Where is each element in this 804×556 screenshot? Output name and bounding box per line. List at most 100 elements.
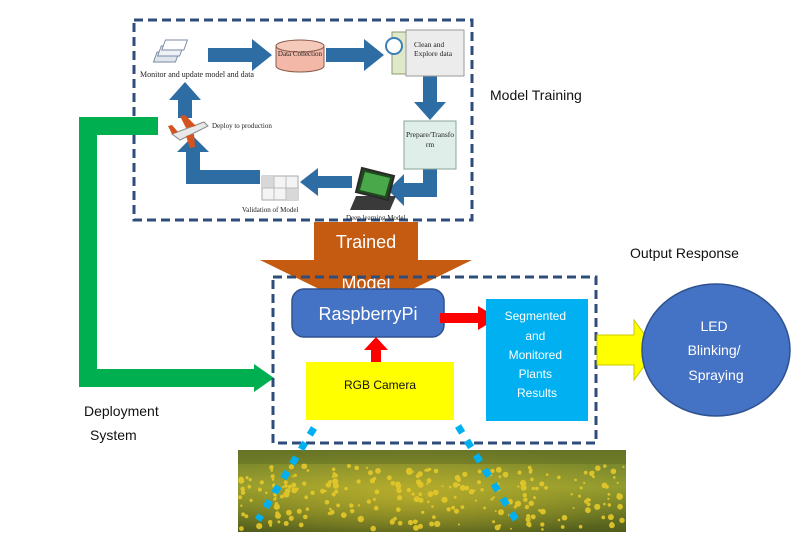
flower-speck	[474, 499, 477, 502]
flower-speck	[421, 510, 425, 514]
flower-speck	[495, 466, 502, 473]
flower-speck	[594, 503, 601, 510]
deployment-green-line	[79, 117, 254, 387]
flower-speck	[366, 499, 372, 504]
flower-speck	[270, 469, 274, 472]
flower-speck	[257, 487, 262, 492]
flower-speck	[303, 514, 308, 520]
flower-speck	[298, 522, 304, 528]
flower-speck	[522, 493, 527, 498]
flower-speck	[477, 480, 481, 485]
flower-speck	[417, 523, 423, 529]
flower-speck	[589, 470, 595, 477]
flower-speck	[320, 488, 326, 494]
flower-speck	[418, 497, 424, 503]
flower-speck	[249, 498, 253, 502]
flower-speck	[265, 491, 268, 495]
flower-speck	[301, 463, 308, 470]
flower-speck	[451, 505, 455, 510]
flower-speck	[357, 515, 364, 523]
flower-speck	[288, 515, 294, 521]
flower-speck	[241, 512, 246, 517]
flower-speck	[288, 464, 294, 470]
flower-speck	[248, 478, 252, 482]
flower-speck	[283, 480, 288, 485]
flower-speck	[406, 467, 413, 474]
flower-speck	[502, 471, 509, 478]
step-monitor-label: Monitor and update model and data	[140, 70, 254, 79]
flower-speck	[424, 469, 427, 472]
flower-speck	[557, 518, 561, 522]
flower-speck	[282, 485, 285, 489]
flower-speck	[349, 503, 354, 508]
flower-speck	[284, 488, 291, 494]
camera-fov-right	[455, 424, 519, 522]
flower-speck	[533, 496, 536, 500]
cycle-arrow-1	[208, 39, 272, 71]
flower-speck	[390, 481, 396, 486]
flower-speck	[530, 477, 534, 482]
flower-speck	[240, 486, 245, 492]
flower-speck	[462, 471, 468, 477]
airplane-icon	[168, 115, 209, 148]
flower-speck	[368, 470, 373, 476]
flower-speck	[607, 514, 614, 521]
results-line-2: and	[525, 329, 545, 343]
cycle-arrow-6	[177, 136, 260, 184]
flower-speck	[373, 505, 379, 511]
flower-speck	[560, 525, 565, 529]
flower-speck	[375, 468, 381, 474]
flower-speck	[433, 489, 439, 496]
flower-speck	[520, 484, 527, 491]
flower-speck	[452, 482, 459, 488]
flower-speck	[583, 481, 586, 484]
flower-speck	[275, 512, 281, 519]
flower-speck	[256, 523, 263, 530]
results-label: Segmented and Monitored Plants Results	[505, 309, 570, 400]
trained-model-arrow	[260, 222, 472, 312]
flower-speck	[587, 498, 591, 502]
flower-speck	[441, 496, 448, 503]
flower-speck	[619, 517, 625, 523]
magnifier-icon	[385, 37, 403, 55]
flower-speck	[238, 495, 243, 500]
flower-speck	[622, 465, 625, 468]
flower-speck	[457, 523, 460, 526]
flower-speck	[561, 514, 568, 521]
flower-speck	[427, 500, 430, 504]
flower-speck	[332, 478, 339, 485]
flower-speck	[413, 496, 420, 503]
deployment-frame	[271, 275, 598, 445]
training-frame	[132, 18, 474, 222]
red-arrow-right	[440, 306, 498, 330]
flower-speck	[310, 490, 315, 495]
flower-speck	[415, 473, 420, 479]
output-line-2: Blinking/	[688, 342, 741, 358]
flower-speck	[535, 486, 539, 491]
camera-box	[306, 362, 454, 420]
flower-speck	[295, 487, 299, 491]
step-validation-label: Validation of Model	[242, 206, 298, 214]
flower-speck	[446, 507, 451, 512]
output-circle	[641, 283, 791, 417]
flower-speck	[397, 495, 403, 501]
flower-speck	[426, 478, 432, 484]
flower-speck	[328, 480, 332, 484]
flower-speck	[291, 482, 297, 488]
flower-speck	[514, 500, 522, 507]
flower-speck	[418, 492, 423, 497]
flower-speck	[245, 476, 249, 480]
output-line-3: Spraying	[688, 367, 743, 383]
flower-speck	[287, 484, 292, 489]
flower-speck	[434, 520, 441, 528]
cycle-arrow-7	[169, 82, 201, 118]
flower-speck	[613, 476, 616, 479]
flower-speck	[286, 509, 292, 516]
flower-speck	[460, 505, 465, 509]
flower-speck	[517, 470, 522, 475]
deployment-arrowhead	[254, 364, 274, 392]
flower-speck	[238, 477, 245, 484]
flower-speck	[395, 507, 401, 512]
flower-speck	[244, 515, 247, 518]
